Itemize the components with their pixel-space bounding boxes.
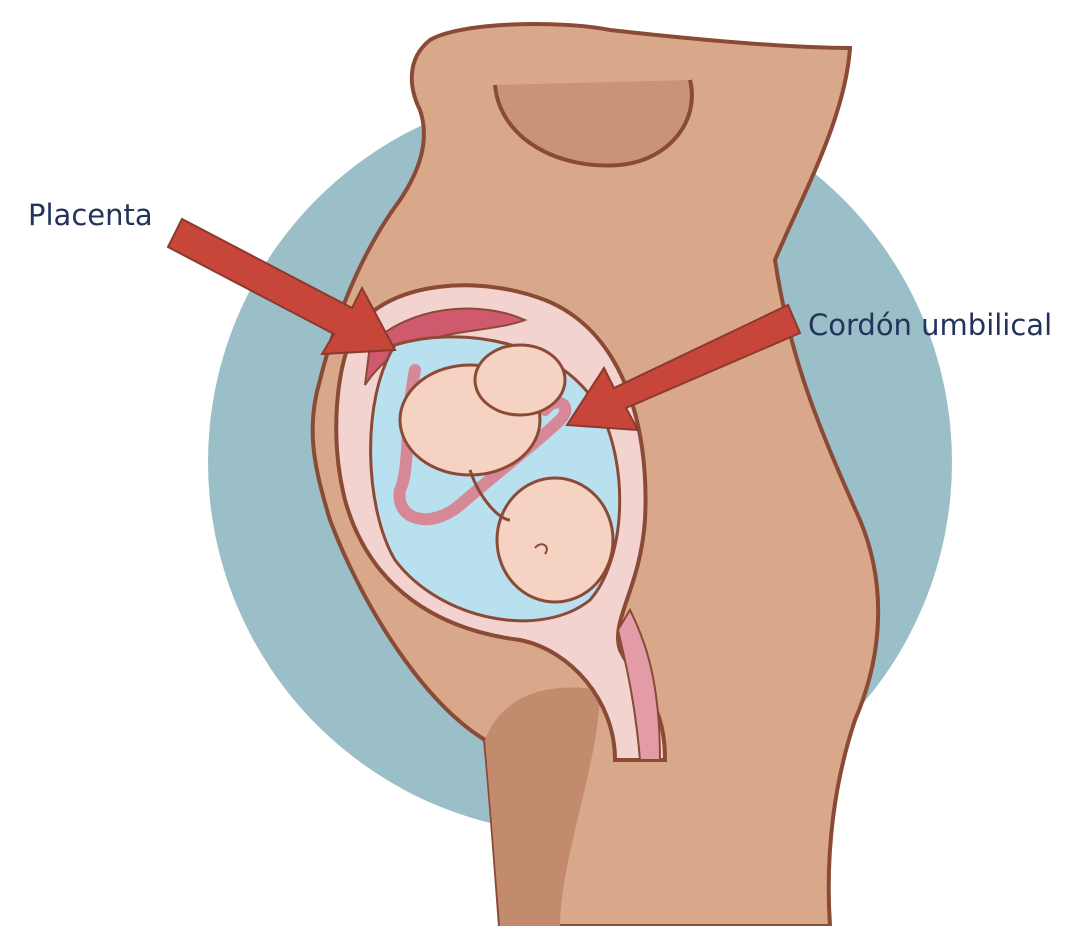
- placenta-label: Placenta: [28, 201, 153, 230]
- umbilical-cord-label: Cordón umbilical: [808, 311, 1052, 340]
